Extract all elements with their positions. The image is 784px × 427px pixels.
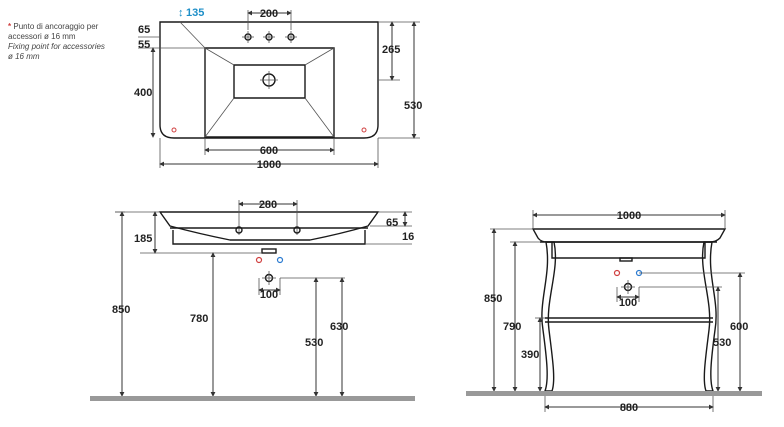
dim-200: 200 [260,8,278,20]
dim-600: 600 [260,145,278,157]
floor-front [90,396,415,401]
tilt-arrow-icon: ↕ [178,7,184,19]
hot-water-point-stand [613,269,621,277]
front-view: 280 65 16 185 100 850 780 630 530 [90,199,415,401]
stand-view: 1000 100 850 790 390 600 530 880 [466,210,762,414]
dim-280: 280 [259,199,277,211]
note-line-4: ø 16 mm [8,52,40,61]
dim-1000-stand: 1000 [617,210,641,222]
fixing-point-left [171,127,177,133]
fixing-point-right [361,127,367,133]
note-line-1: * Punto di ancoraggio per [8,22,99,31]
towel-rail-front [172,230,366,245]
cold-water-point-front [276,256,284,264]
dim-630: 630 [330,321,348,333]
basin-profile-front [158,211,380,241]
fixing-point-note: * Punto di ancoraggio per accessori ø 16… [8,22,138,62]
dim-880: 880 [620,402,638,414]
leg-left [541,241,557,392]
top-view: 200 135 ↕ 65 55 400 265 530 600 1000 [134,7,422,171]
dim-850-front: 850 [112,304,130,316]
leg-right [701,241,717,392]
dim-780: 780 [190,313,208,325]
floor-stand [466,391,762,396]
dim-530-front: 530 [305,337,323,349]
note-line-2: accessori ø 16 mm [8,32,76,41]
note-line-3: Fixing point for accessories [8,42,105,51]
dim-530-stand: 530 [713,337,731,349]
dim-16: 16 [402,231,414,243]
dim-400: 400 [134,87,152,99]
dim-65: 65 [138,24,150,36]
dim-265: 265 [382,44,400,56]
dim-100-front: 100 [260,289,278,301]
dim-100-stand: 100 [619,297,637,309]
dim-65-front: 65 [386,217,398,229]
dim-55: 55 [138,39,150,51]
dim-1000-top: 1000 [257,159,281,171]
basin-profile-stand [531,228,727,243]
dim-600-stand: 600 [730,321,748,333]
dim-185: 185 [134,233,152,245]
dim-390: 390 [521,349,539,361]
dim-850-stand: 850 [484,293,502,305]
dim-790: 790 [503,321,521,333]
hot-water-point-front [255,256,263,264]
tap-holes-top [242,31,297,43]
dim-135: 135 [186,7,204,19]
dim-530: 530 [404,100,422,112]
note-marker: * [8,22,12,31]
